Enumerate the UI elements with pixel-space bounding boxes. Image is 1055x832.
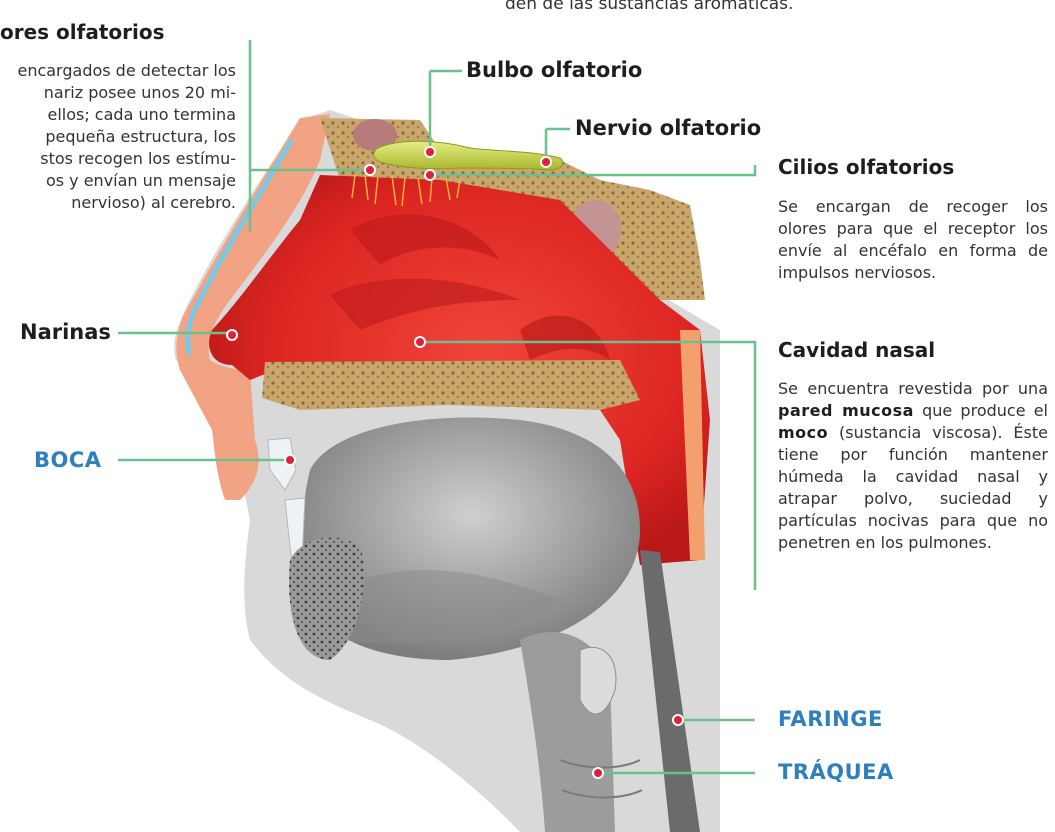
traquea-label: TRÁQUEA (778, 760, 894, 784)
cavidad-text: Se encuentra revestida por una pared muc… (778, 378, 1048, 554)
cavidad-title: Cavidad nasal (778, 338, 935, 362)
receptors-line: nervioso) al cerebro. (0, 192, 236, 214)
bulbo-olfatorio-label: Bulbo olfatorio (466, 58, 642, 82)
cavidad-text-2: que produce el (922, 401, 1048, 420)
receptors-line: stos recogen los estímu- (0, 148, 236, 170)
receptors-title: ores olfatorios (0, 20, 165, 44)
cavidad-text-1: Se encuentra revestida por una (778, 379, 1048, 398)
receptors-line: ellos; cada uno termina (0, 104, 236, 126)
nervio-olfatorio-label: Nervio olfatorio (575, 116, 761, 140)
receptors-line: pequeña estructura, los (0, 126, 236, 148)
cilios-text: Se encargan de recoger los olores para q… (778, 196, 1048, 284)
cavidad-bold-1: pared mucosa (778, 401, 914, 420)
receptors-line: encargados de detectar los (0, 60, 236, 82)
faringe-label: FARINGE (778, 707, 883, 731)
olfactory-bulb (374, 141, 563, 170)
boca-label: BOCA (34, 448, 102, 472)
cavidad-text-3: (sustancia viscosa). Éste tiene por func… (778, 423, 1048, 552)
narinas-label: Narinas (20, 320, 111, 344)
palate (262, 360, 640, 410)
receptors-line: os y envían un mensaje (0, 170, 236, 192)
top-caption: den de las sustancias aromáticas. (505, 0, 793, 14)
receptors-text: encargados de detectar los nariz posee u… (0, 60, 236, 214)
cilios-title: Cilios olfatorios (778, 155, 954, 179)
receptors-line: nariz posee unos 20 mi- (0, 82, 236, 104)
cavidad-bold-2: moco (778, 423, 828, 442)
